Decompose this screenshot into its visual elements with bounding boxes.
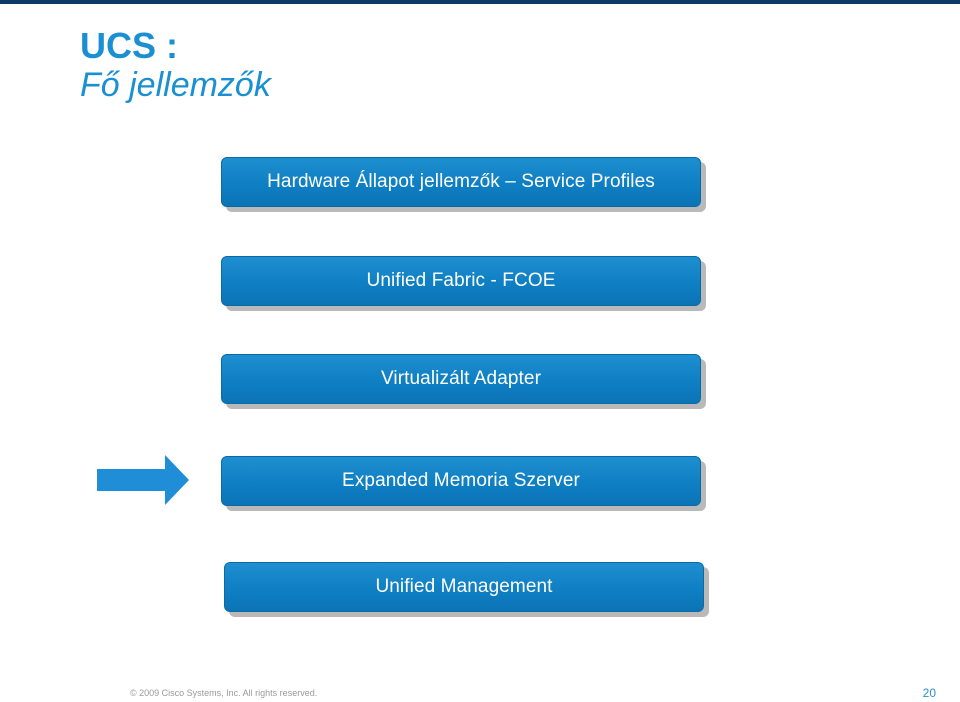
feature-label: Unified Fabric - FCOE [366, 270, 556, 291]
feature-box-virtualized-adapter: Virtualizált Adapter [221, 354, 701, 404]
copyright-footer: © 2009 Cisco Systems, Inc. All rights re… [130, 688, 318, 698]
feature-box-unified-fabric: Unified Fabric - FCOE [221, 256, 701, 306]
feature-box-service-profiles: Hardware Állapot jellemzők – Service Pro… [221, 157, 701, 207]
title-line-1: UCS : [80, 25, 178, 66]
feature-label: Expanded Memoria Szerver [342, 470, 580, 491]
feature-box-expanded-memory: Expanded Memoria Szerver [221, 456, 701, 506]
page-number: 20 [922, 686, 936, 700]
slide-title: UCS : Fő jellemzők [80, 25, 271, 105]
feature-label: Hardware Állapot jellemzők – Service Pro… [267, 171, 655, 192]
title-line-2: Fő jellemzők [80, 66, 271, 105]
feature-box-unified-management: Unified Management [224, 562, 704, 612]
feature-label: Virtualizált Adapter [380, 368, 542, 389]
top-bar [0, 0, 960, 4]
feature-label: Unified Management [375, 576, 553, 597]
right-arrow-icon [97, 455, 189, 505]
